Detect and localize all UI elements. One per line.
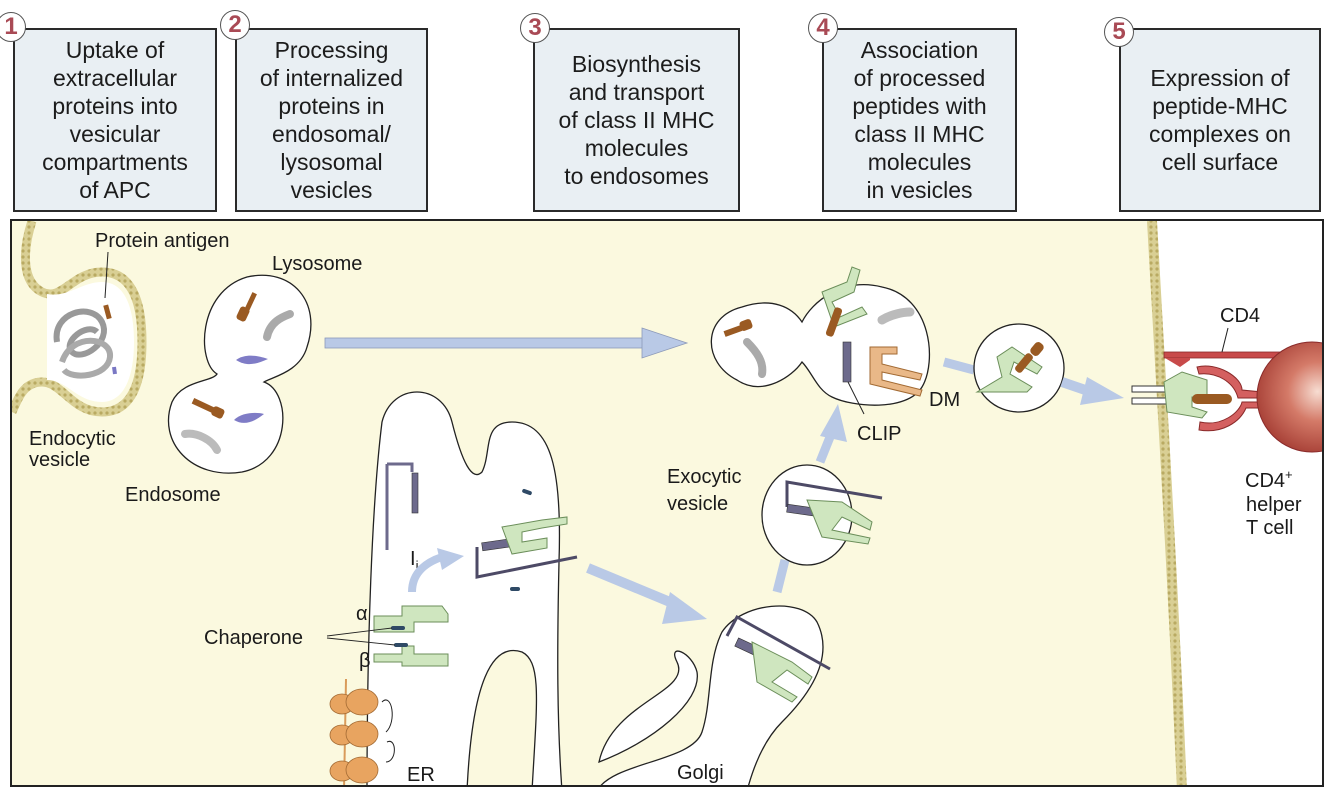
arrow-to-surface — [1060, 377, 1124, 405]
label-endocytic-2: vesicle — [29, 449, 90, 471]
label-lysosome: Lysosome — [272, 253, 362, 275]
label-tcell-3: T cell — [1246, 517, 1293, 539]
label-ii: Ii — [410, 548, 419, 573]
label-protein-antigen: Protein antigen — [95, 230, 230, 252]
arrow-to-miic — [815, 404, 847, 464]
step-number-3: 3 — [520, 13, 550, 43]
label-exocytic-2: vesicle — [667, 493, 728, 515]
chaperone-icon — [391, 626, 408, 647]
lysosome-endosome — [167, 274, 312, 474]
step-box-3: Biosynthesis and transport of class II M… — [533, 28, 740, 212]
lysosome-contents — [181, 292, 294, 454]
arrow-to-exocytic — [772, 558, 790, 594]
illustration-panel: Protein antigen Endocytic vesicle Lysoso… — [10, 219, 1324, 787]
mhc-ii-complex-golgi — [725, 614, 831, 703]
apc-membrane-right — [1147, 221, 1187, 785]
step-text-1: Uptake of extracellular proteins into ve… — [42, 37, 188, 203]
step-text-4: Association of processed peptides with c… — [852, 37, 987, 203]
arrow-to-mhc-vesicle — [324, 327, 689, 359]
label-cd4: CD4 — [1220, 305, 1260, 327]
peptide-mhc-complex — [975, 342, 1044, 393]
step-text-5: Expression of peptide-MHC complexes on c… — [1149, 65, 1291, 175]
protein-antigen-icon — [53, 304, 117, 379]
cell-diagram: Protein antigen Endocytic vesicle Lysoso… — [12, 221, 1322, 786]
invariant-chain-icon — [385, 462, 419, 550]
chaperone-icon — [510, 587, 520, 591]
mhc-ii-complex-exocytic — [785, 480, 883, 545]
arrow-to-golgi — [586, 563, 707, 624]
label-er: ER — [407, 764, 435, 786]
mhc-beta-chain-icon — [373, 645, 449, 667]
label-chaperone: Chaperone — [204, 627, 303, 649]
label-clip: CLIP — [857, 423, 901, 445]
protein-antigen-leader — [104, 251, 109, 299]
arrow-to-transport-vesicle — [942, 357, 976, 375]
label-beta: β — [359, 650, 371, 672]
step-text-3: Biosynthesis and transport of class II M… — [558, 51, 715, 189]
mhc-ii-complex-er — [475, 516, 578, 579]
endocytic-vesicle-membrane — [12, 221, 147, 417]
ribosome-icon — [329, 688, 379, 784]
step-box-1: Uptake of extracellular proteins into ve… — [13, 28, 217, 212]
label-tcell-1: CD4+ — [1245, 467, 1293, 492]
mhc-alpha-chain-icon — [373, 605, 449, 633]
label-golgi: Golgi — [677, 762, 724, 784]
step-number-4: 4 — [808, 13, 838, 43]
step-number-2: 2 — [220, 10, 250, 40]
surface-peptide-mhc — [1131, 371, 1232, 419]
label-endocytic-1: Endocytic — [29, 428, 116, 450]
miic-contents — [723, 266, 923, 397]
label-alpha: α — [356, 603, 368, 625]
step-text-2: Processing of internalized proteins in e… — [259, 37, 404, 203]
endoplasmic-reticulum — [366, 391, 563, 785]
step-box-4: Association of processed peptides with c… — [822, 28, 1017, 212]
chaperone-icon — [522, 488, 532, 496]
label-endosome: Endosome — [125, 484, 221, 506]
step-box-5: Expression of peptide-MHC complexes on c… — [1119, 28, 1321, 212]
step-number-1: 1 — [0, 12, 26, 42]
t-cell — [1256, 341, 1322, 453]
label-exocytic-1: Exocytic — [667, 466, 741, 488]
label-tcell-2: helper — [1246, 494, 1302, 516]
step-box-2: Processing of internalized proteins in e… — [235, 28, 428, 212]
label-dm: DM — [929, 389, 960, 411]
arrow-er-assembly — [408, 553, 444, 593]
step-number-5: 5 — [1104, 17, 1134, 47]
